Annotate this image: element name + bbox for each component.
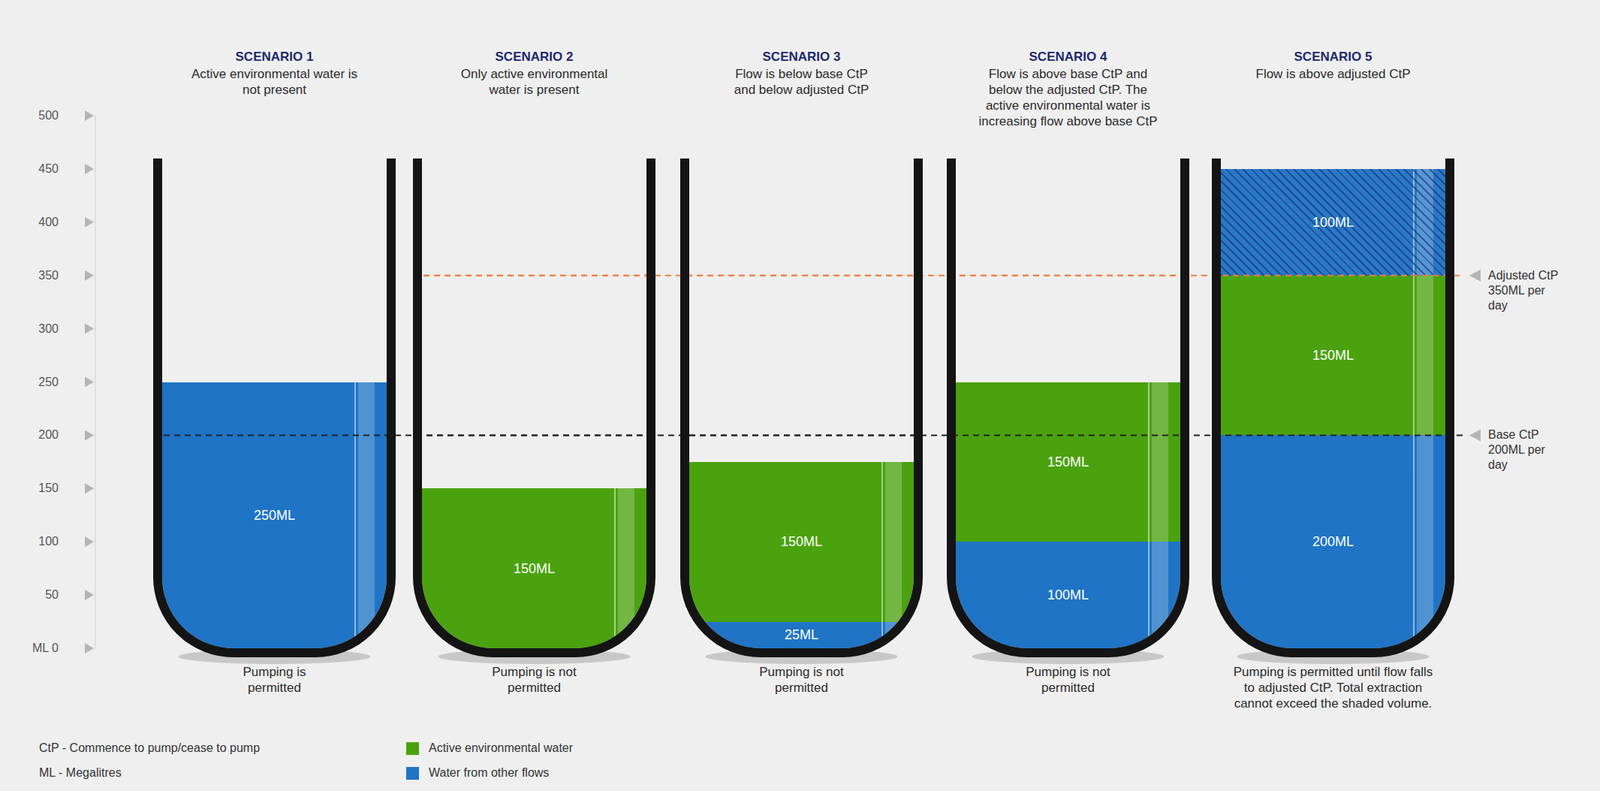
legend-note: ML - Megalitres <box>39 765 122 781</box>
axis-tick-label: 350 <box>38 268 59 284</box>
legend-text: Active environmental water <box>428 740 573 756</box>
adjusted-ctp-line <box>684 274 919 277</box>
axis-tick <box>84 110 94 121</box>
axis-tick <box>84 429 94 440</box>
legend-swatch <box>406 766 419 780</box>
pumping-caption: Pumping is not permitted <box>487 663 582 696</box>
scenario-description: Active environmental water is not presen… <box>188 66 362 98</box>
scenario-description: Flow is below base CtP and below adjuste… <box>726 66 877 98</box>
adjusted-ctp-line <box>1216 274 1450 277</box>
scenario-description: Flow is above base CtP and below the adj… <box>976 66 1161 130</box>
water-volume: 150ML <box>689 461 914 622</box>
beaker-wall <box>417 158 651 653</box>
base-ctp-line <box>417 433 651 436</box>
volume-label: 150ML <box>1312 348 1354 362</box>
volume-label: 150ML <box>513 561 555 576</box>
axis-tick <box>84 270 94 281</box>
volume-label: 100ML <box>1312 215 1354 230</box>
volume-axis <box>84 110 96 654</box>
ctp-label: Adjusted CtP 350ML per day <box>1488 268 1564 314</box>
adjusted-ctp-line <box>951 274 1185 277</box>
water-volume: 250ML <box>162 382 387 649</box>
pumping-caption: Pumping is not permitted <box>1021 663 1115 696</box>
scenario-heading: SCENARIO 5 <box>1204 49 1462 65</box>
beaker-interior: 250ML <box>162 158 387 648</box>
axis-tick <box>84 323 94 335</box>
beaker: 100ML 150ML 200ML SCENARIO 5Flow is above a… <box>1204 30 1462 706</box>
axis-tick <box>84 589 94 600</box>
pumping-caption: Pumping is permitted <box>227 663 322 696</box>
axis-tick <box>84 163 94 175</box>
scenario-heading: SCENARIO 2 <box>405 49 663 65</box>
scenario-heading: SCENARIO 3 <box>672 49 931 65</box>
scenario-heading: SCENARIO 1 <box>145 49 404 65</box>
base-ctp-line <box>684 433 919 436</box>
water-volume: 150ML <box>421 488 647 648</box>
axis-tick-label: 50 <box>45 587 59 603</box>
beaker-interior: 100ML 150ML 200ML <box>1220 158 1446 648</box>
beaker: 150ML 100ML SCENARIO 4Flow is above base C… <box>939 30 1197 706</box>
base-ctp-line <box>1216 433 1450 436</box>
axis-tick-label: 200 <box>38 427 59 443</box>
beaker-outline <box>1204 30 1462 706</box>
legend-text: Water from other flows <box>428 765 549 781</box>
beaker-wall <box>157 158 392 653</box>
axis-line <box>95 115 97 648</box>
beaker-interior: 150ML 100ML <box>955 158 1181 648</box>
axis-tick-label: 300 <box>38 321 59 337</box>
beaker-outline <box>145 30 404 706</box>
beaker-wall <box>684 158 919 653</box>
volume-label: 150ML <box>1047 454 1089 469</box>
beaker: 150ML 25ML SCENARIO 3Flow is below base Ct… <box>672 30 931 706</box>
axis-tick <box>84 216 94 228</box>
adjusted-ctp-line <box>417 274 651 277</box>
pumping-caption: Pumping is not permitted <box>754 663 849 696</box>
scenario-heading: SCENARIO 4 <box>939 49 1197 65</box>
base-ctp-line <box>157 433 392 436</box>
water-volume: 200ML <box>1220 434 1446 648</box>
beaker-outline <box>939 30 1197 706</box>
axis-tick <box>84 642 94 654</box>
water-volume: 100ML <box>1220 168 1446 276</box>
axis-tick-label: 450 <box>38 161 59 177</box>
axis-tick-label: 500 <box>38 108 59 124</box>
beaker-interior: 150ML <box>421 158 647 648</box>
volume-label: 200ML <box>1312 534 1354 549</box>
axis-tick-label: 250 <box>38 374 59 390</box>
axis-tick <box>84 536 94 547</box>
axis-tick-label: 100 <box>38 533 59 549</box>
legend-swatch <box>406 741 419 755</box>
water-volume: 100ML <box>955 541 1181 648</box>
volume-label: 100ML <box>1047 587 1089 602</box>
beaker-wall <box>951 158 1185 653</box>
adjusted-ctp-line <box>412 274 1465 277</box>
beaker-outline <box>405 30 663 706</box>
beaker-wall <box>1216 158 1450 653</box>
scenario-description: Only active environmental water is prese… <box>448 66 621 98</box>
axis-tick-label: ML 0 <box>32 640 59 656</box>
pumping-caption: Pumping is permitted until flow falls to… <box>1232 663 1435 712</box>
beaker: 250ML SCENARIO 1Active environmental wate… <box>145 30 404 706</box>
water-volume: 150ML <box>955 382 1181 543</box>
axis-tick-label: 400 <box>38 214 59 230</box>
axis-tick <box>84 376 94 388</box>
ctp-label: Base CtP 200ML per day <box>1488 427 1564 473</box>
legend-note: CtP - Commence to pump/cease to pump <box>39 740 260 756</box>
volume-label: 250ML <box>253 508 296 522</box>
base-ctp-line <box>951 433 1185 436</box>
scenario-description: Flow is above adjusted CtP <box>1247 66 1420 82</box>
axis-tick-label: 150 <box>38 480 59 496</box>
beaker: 150ML SCENARIO 2Only active environmental… <box>405 30 663 706</box>
axis-tick <box>84 482 94 494</box>
volume-label: 150ML <box>780 534 823 549</box>
ctp-marker <box>1469 269 1481 282</box>
beaker-outline <box>672 30 931 706</box>
ctp-marker <box>1469 428 1481 441</box>
beaker-interior: 150ML 25ML <box>689 158 914 648</box>
volume-label: 25ML <box>784 627 819 642</box>
water-volume: 150ML <box>1220 275 1446 436</box>
